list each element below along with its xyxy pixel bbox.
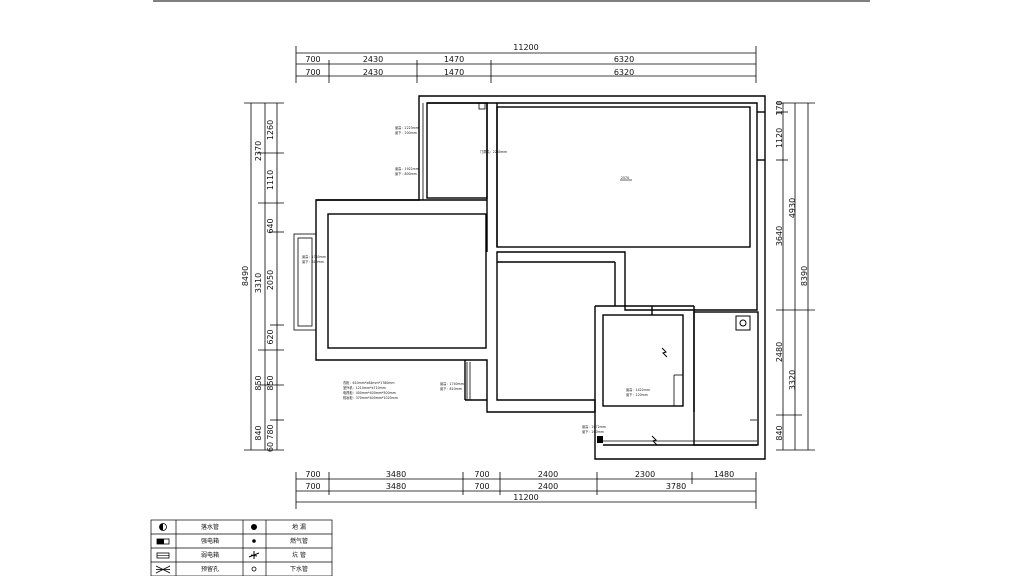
down-pipe-icon [251, 566, 257, 572]
top-dim-4: 6320 [614, 55, 634, 64]
left-dim-3: 850 [254, 375, 263, 390]
legend-label-6: 坑 管 [292, 551, 306, 559]
gas-pipe-icon [252, 539, 256, 543]
note-window-9a: 窗高：2072mm [582, 424, 606, 429]
bottom-dim-3: 700 [474, 470, 489, 479]
left-dim-8: 2050 [266, 270, 275, 290]
note-furniture-3: 电视柜：400mm*400mm*500mm [343, 390, 396, 395]
reserved-hole-marker [478, 102, 486, 110]
note-window-1b: 窗下：200mm [395, 130, 417, 135]
left-dim-6: 1110 [266, 170, 275, 190]
floor-drain-fixture [735, 315, 751, 331]
bottom-dim-2: 3480 [386, 470, 406, 479]
left-dim-11: 780 [266, 424, 275, 439]
drain-pipe-icon [159, 523, 167, 531]
left-dim-10: 850 [266, 375, 275, 390]
bottom-dim-4: 2400 [538, 470, 558, 479]
top-dim-3: 1470 [444, 55, 464, 64]
note-window-2a: 窗高：1922mm [395, 166, 419, 171]
note-furniture-2: 室外机：1210mm*x710mm [343, 385, 386, 390]
drain-pipe-marker [597, 436, 603, 443]
left-dim-2: 3310 [254, 273, 263, 293]
reserved-hole-icon [155, 565, 171, 574]
bottom-dim-7: 700 [305, 482, 320, 491]
note-window-8a: 窗高：1422mm [626, 387, 650, 392]
top-dim-1: 700 [305, 55, 320, 64]
bottom-dim-1: 700 [305, 470, 320, 479]
left-total-dim: 8490 [241, 266, 250, 286]
down-pipe-marker [739, 319, 747, 327]
left-dim-9: 620 [266, 329, 275, 344]
legend-label-2: 地 漏 [292, 523, 306, 531]
right-dim-7: 3320 [788, 370, 797, 390]
bottom-total-dim: 11200 [513, 493, 538, 502]
pit-pipe-marker-1 [661, 347, 668, 358]
right-dim-4: 2480 [775, 342, 784, 362]
left-dim-1: 2370 [254, 141, 263, 161]
note-window-7a: 窗高：1740mm [440, 381, 464, 386]
strong-current-icon [156, 538, 170, 545]
note-window-1a: 窗高：2223mm [395, 125, 419, 130]
note-window-7b: 窗下：810mm [440, 386, 462, 391]
note-furniture-4: 梳妆柜：370mm*400mm*1020mm [343, 395, 398, 400]
right-dim-5: 840 [775, 425, 784, 440]
bottom-dim-6: 1480 [714, 470, 734, 479]
right-dim-6: 4930 [788, 198, 797, 218]
windows [293, 103, 757, 442]
bottom-dim-5: 2300 [635, 470, 655, 479]
pit-pipe-marker-2 [651, 435, 658, 446]
floor-drain-icon [251, 524, 257, 530]
bottom-dim-9: 700 [474, 482, 489, 491]
left-dimensions [244, 102, 284, 451]
right-dim-2: 1120 [775, 128, 784, 148]
top-dim-5: 700 [305, 68, 320, 77]
legend-label-7: 预留孔 [201, 565, 219, 573]
top-total-dim: 11200 [513, 43, 538, 52]
legend-label-8: 下水管 [290, 565, 308, 573]
legend-label-4: 燃气管 [290, 537, 308, 545]
note-window-2b: 窗下：800mm [395, 171, 417, 176]
bottom-dimensions [295, 472, 757, 509]
note-window-5b: 窗下：810mm [302, 259, 324, 264]
bottom-dim-11: 3780 [666, 482, 686, 491]
pit-pipe-icon [248, 551, 260, 559]
legend-label-1: 落水管 [201, 523, 219, 531]
note-door-height: 门洞高：2240mm [480, 149, 507, 154]
right-dim-3: 3640 [775, 226, 784, 246]
right-dim-1: 170 [775, 100, 784, 115]
legend-label-3: 强电箱 [201, 537, 219, 545]
legend-label-5: 弱电箱 [201, 551, 219, 559]
top-dim-7: 1470 [444, 68, 464, 77]
note-window-8b: 窗下：120mm [626, 392, 648, 397]
note-level: 2570 [621, 176, 629, 180]
bottom-dim-8: 3480 [386, 482, 406, 491]
left-dim-7: 640 [266, 218, 275, 233]
top-dim-6: 2430 [363, 68, 383, 77]
top-dim-2: 2430 [363, 55, 383, 64]
walls [315, 95, 766, 460]
note-window-9b: 窗下：200mm [582, 429, 604, 434]
note-window-5a: 窗高：1740mm [302, 254, 326, 259]
legend-table [150, 519, 333, 577]
right-dimensions [776, 102, 815, 451]
bottom-dim-10: 2400 [538, 482, 558, 491]
left-dim-4: 840 [254, 425, 263, 440]
left-dim-12: 60 [266, 442, 275, 452]
note-furniture-1: 衣柜：610mm*x64mm*1780mm [343, 380, 395, 385]
left-dim-5: 1260 [266, 120, 275, 140]
right-total-dim: 8390 [800, 266, 809, 286]
top-dim-8: 6320 [614, 68, 634, 77]
top-dimensions [295, 46, 757, 83]
weak-current-icon [156, 552, 170, 559]
